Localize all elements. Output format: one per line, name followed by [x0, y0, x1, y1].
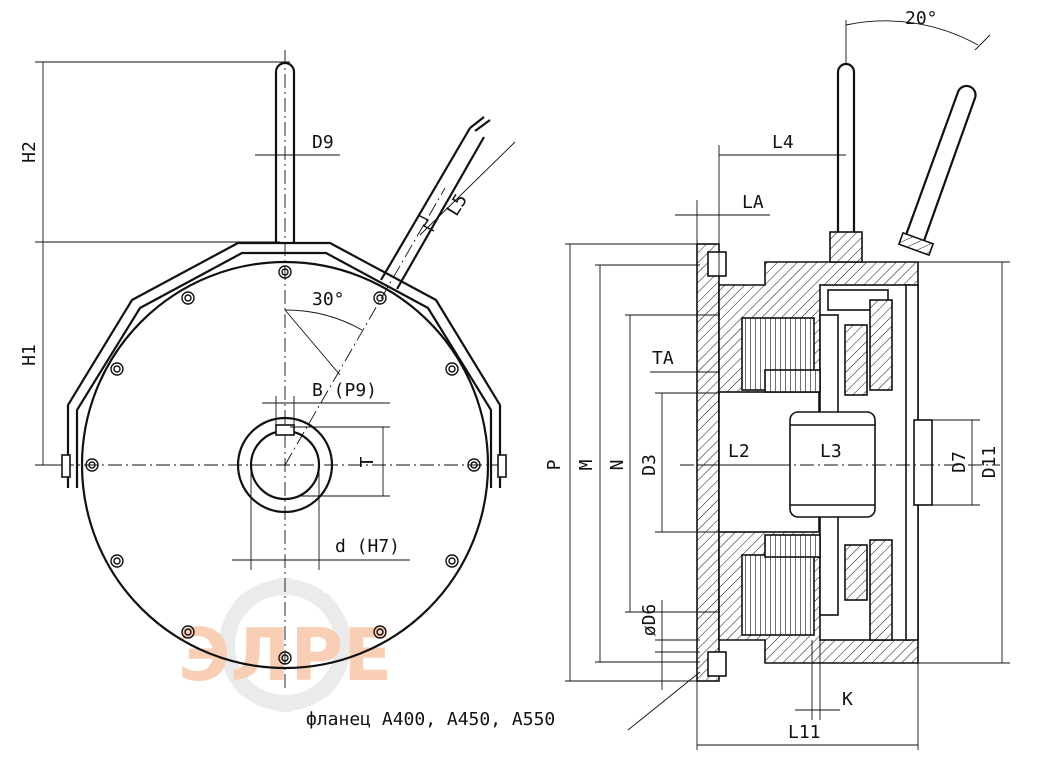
b-p9-label: B (P9) — [312, 380, 377, 401]
d9-label: D9 — [312, 132, 334, 153]
flange — [696, 243, 720, 682]
d3-label: D3 — [639, 454, 660, 476]
d-h7-label: d (H7) — [335, 536, 400, 557]
p-label: P — [544, 459, 565, 470]
spring-bottom — [764, 534, 821, 558]
lever-neutral — [836, 62, 856, 232]
splined-hub — [789, 411, 876, 518]
d7-label: D7 — [949, 451, 970, 473]
h1-label: H1 — [19, 344, 40, 366]
bolt-holes — [85, 265, 481, 665]
t-label: T — [357, 456, 378, 467]
front-view: H2 H1 D9 L5 30° B (P9) T d (H7) — [19, 50, 516, 690]
coil-bottom — [741, 554, 815, 636]
release-lever — [274, 61, 296, 243]
l2-label: L2 — [728, 441, 750, 462]
cable — [380, 116, 491, 290]
h2-label: H2 — [19, 141, 40, 163]
hub-outer — [236, 416, 334, 514]
d11-label: D11 — [979, 446, 1000, 479]
end-cap — [913, 419, 933, 506]
release-bracket — [61, 241, 507, 488]
l11-label: L11 — [788, 722, 821, 743]
l3-label: L3 — [820, 441, 842, 462]
side-section-view: P M N D3 øD6 TA LA L4 20° — [306, 8, 1010, 750]
k-label: K — [842, 689, 853, 710]
angle20-label: 20° — [905, 8, 938, 29]
keyway — [275, 424, 295, 436]
ta-label: TA — [652, 348, 674, 369]
la-label: LA — [742, 192, 764, 213]
d6-label: øD6 — [639, 604, 660, 637]
flange-note: фланец А400, А450, А550 — [306, 709, 555, 730]
l5-label: L5 — [443, 190, 472, 220]
angle30-label: 30° — [312, 289, 345, 310]
l4-label: L4 — [772, 132, 794, 153]
n-label: N — [607, 460, 628, 471]
m-label: M — [576, 459, 597, 470]
spring-top — [764, 369, 821, 393]
lever-released — [900, 84, 977, 253]
